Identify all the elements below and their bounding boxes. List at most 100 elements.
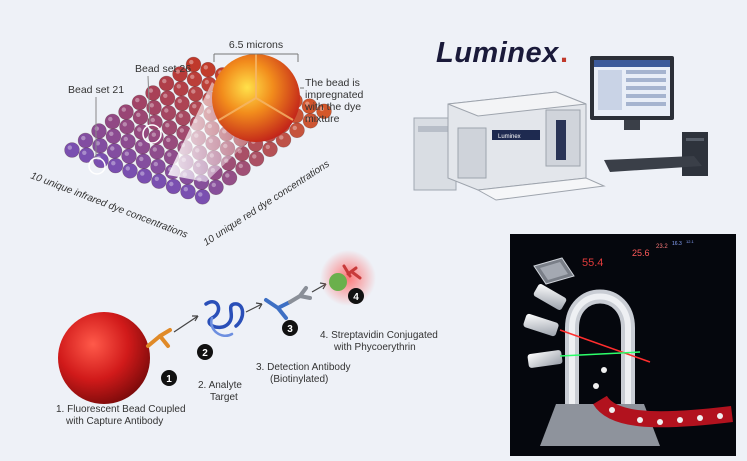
array-bead	[118, 104, 134, 120]
array-bead-highlight	[178, 113, 183, 118]
array-bead-highlight	[151, 132, 156, 137]
bead-note-line1: The bead is	[305, 77, 360, 89]
array-bead-highlight	[179, 128, 184, 133]
array-bead	[175, 110, 191, 126]
marker-1: 1	[161, 370, 177, 386]
array-bead-highlight	[125, 166, 130, 171]
array-bead	[132, 109, 149, 125]
array-bead	[165, 178, 182, 195]
red-laser-beam	[559, 329, 651, 363]
array-bead	[150, 158, 166, 175]
array-bead	[162, 134, 179, 151]
stream-beads	[593, 367, 723, 425]
array-bead-highlight	[140, 171, 145, 176]
array-bead	[78, 147, 95, 163]
array-bead	[106, 143, 123, 159]
array-bead-highlight	[238, 163, 243, 169]
array-bead	[145, 85, 161, 101]
array-bead	[316, 103, 332, 120]
array-bead-highlight	[123, 136, 128, 142]
array-bead-highlight	[191, 89, 196, 94]
array-bead	[187, 86, 204, 102]
marker-2: 2	[197, 344, 213, 360]
size-bracket	[213, 53, 299, 62]
svg-text:4: 4	[353, 292, 359, 303]
array-bead-highlight	[153, 161, 158, 167]
array-bead	[158, 75, 175, 92]
array-bead-highlight	[176, 84, 181, 89]
step3-line1: 3. Detection Antibody	[256, 362, 351, 373]
array-bead-highlight	[122, 122, 128, 127]
analyte-ribbon-icon	[204, 300, 245, 337]
array-bead	[119, 118, 135, 135]
array-bead-highlight	[265, 144, 270, 150]
array-bead-highlight	[190, 74, 195, 80]
array-bead	[275, 132, 292, 148]
array-bead-highlight	[211, 182, 216, 188]
green-laser-icon	[527, 350, 563, 368]
bead-set-21-marker	[88, 157, 106, 175]
array-bead	[121, 148, 137, 164]
array-bead	[107, 157, 124, 174]
array-bead-highlight	[169, 181, 174, 187]
luminex-logo-mark: .	[560, 37, 568, 69]
bead-set-26-marker	[142, 124, 162, 144]
array-bead-highlight	[109, 131, 114, 136]
array-bead-highlight	[292, 125, 297, 131]
biotin-linker-icon	[288, 286, 312, 304]
array-bead-highlight	[136, 112, 141, 118]
array-bead-highlight	[82, 150, 87, 155]
array-bead-highlight	[305, 101, 310, 106]
array-bead	[161, 119, 178, 136]
array-bead-highlight	[138, 142, 143, 147]
step3-line2: (Biotinylated)	[270, 374, 328, 385]
array-bead-highlight	[192, 104, 197, 109]
readout-3: 23.2	[656, 244, 668, 250]
bead-set-26-label: Bead set 26	[135, 63, 191, 75]
array-bead-highlight	[139, 156, 144, 162]
step4-line1: 4. Streptavidin Conjugated	[320, 330, 438, 341]
array-bead	[208, 179, 224, 196]
array-bead-highlight	[306, 116, 311, 121]
bead-array-panel: 6.5 microns The bead is impregnated with…	[29, 39, 364, 249]
bead-note-line2: impregnated	[305, 89, 364, 101]
phycoerythrin-icon	[342, 264, 362, 280]
array-bead-highlight	[124, 151, 129, 156]
array-bead	[136, 168, 153, 184]
array-bead	[91, 123, 107, 139]
array-bead	[180, 183, 196, 200]
bead-note-line3: with the dye	[304, 101, 361, 113]
array-bead-highlight	[183, 187, 188, 192]
array-bead-highlight	[203, 65, 208, 70]
array-bead-highlight	[67, 145, 73, 150]
array-bead-highlight	[163, 93, 168, 99]
array-bead	[131, 94, 148, 111]
svg-text:Luminex: Luminex	[498, 134, 521, 140]
bead-note-line4: mixture	[305, 113, 340, 125]
array-bead	[64, 142, 80, 158]
array-bead	[221, 170, 238, 186]
array-bead	[302, 113, 319, 129]
array-bead	[151, 173, 167, 189]
array-bead-highlight	[154, 176, 159, 181]
readout-1: 55.4	[582, 257, 603, 269]
array-bead-highlight	[167, 152, 172, 157]
analyzer-instrument-icon: Luminex	[413, 56, 708, 201]
array-bead	[289, 122, 305, 139]
capillary-tube	[565, 289, 635, 404]
array-bead-highlight	[94, 126, 100, 131]
array-bead-highlight	[166, 137, 171, 143]
array-bead-highlight	[198, 192, 203, 197]
array-bead-highlight	[189, 59, 194, 65]
array-bead-highlight	[165, 123, 170, 128]
readout-4: 16.3	[672, 241, 682, 247]
assay-panel: 1 2 3 4 1. Fluorescent Bead Coupled with…	[56, 250, 438, 427]
array-bead-highlight	[164, 108, 169, 113]
array-bead-highlight	[175, 69, 180, 74]
step2-line1: 2. Analyte	[198, 380, 242, 391]
bead-set-26-leader	[147, 75, 151, 127]
array-bead	[200, 61, 216, 78]
detection-antibody-icon	[264, 298, 292, 320]
array-bead-highlight	[150, 117, 155, 123]
green-laser-beam	[559, 351, 641, 357]
